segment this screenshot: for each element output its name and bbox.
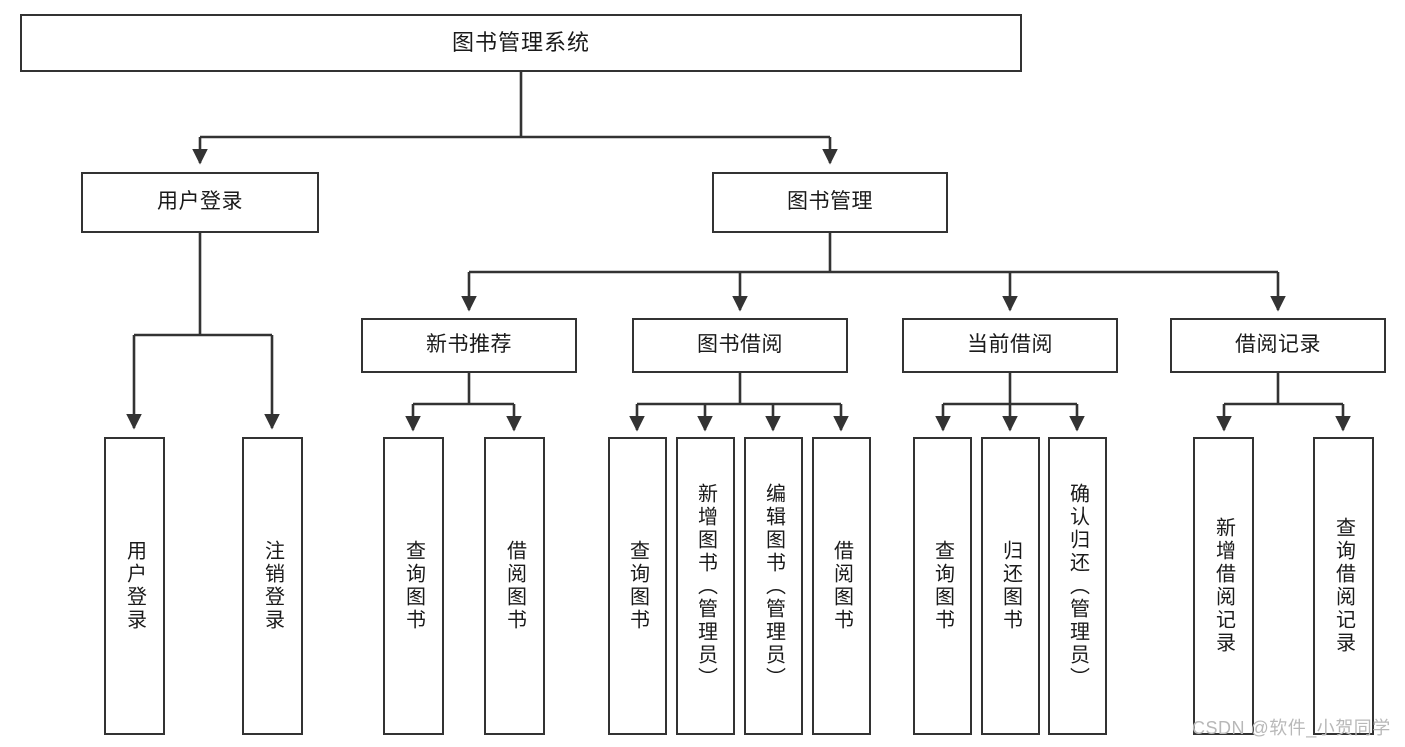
node-label: 查询图书 <box>931 540 954 632</box>
node-leaf-confirm-return-admin[interactable]: 确认归还（管理员） <box>1048 437 1107 735</box>
node-leaf-query-book-borrowing[interactable]: 查询图书 <box>608 437 667 735</box>
node-label: 归还图书 <box>999 540 1022 632</box>
node-label: 查询借阅记录 <box>1332 517 1355 655</box>
node-label: 查询图书 <box>402 540 425 632</box>
node-leaf-query-book-recommendation[interactable]: 查询图书 <box>383 437 444 735</box>
node-label: 借阅记录 <box>1235 333 1321 357</box>
node-book-management[interactable]: 图书管理 <box>712 172 948 233</box>
node-label: 借阅图书 <box>830 540 853 632</box>
node-label: 用户登录 <box>123 540 146 632</box>
node-leaf-query-book-current[interactable]: 查询图书 <box>913 437 972 735</box>
node-label: 查询图书 <box>626 540 649 632</box>
node-new-book-recommendation[interactable]: 新书推荐 <box>361 318 577 373</box>
node-borrowing-record[interactable]: 借阅记录 <box>1170 318 1386 373</box>
node-label: 用户登录 <box>157 190 243 214</box>
node-leaf-return-book[interactable]: 归还图书 <box>981 437 1040 735</box>
node-leaf-borrow-book-recommendation[interactable]: 借阅图书 <box>484 437 545 735</box>
node-label: 确认归还（管理员） <box>1066 482 1089 690</box>
node-label: 新增图书（管理员） <box>694 482 717 690</box>
node-leaf-edit-book-admin[interactable]: 编辑图书（管理员） <box>744 437 803 735</box>
csdn-watermark: CSDN @软件_小贺同学 <box>1192 718 1391 738</box>
node-label: 图书管理系统 <box>451 30 590 56</box>
node-label: 编辑图书（管理员） <box>762 482 785 690</box>
node-user-login[interactable]: 用户登录 <box>81 172 319 233</box>
node-label: 图书管理 <box>787 190 873 214</box>
node-book-management-system[interactable]: 图书管理系统 <box>20 14 1022 72</box>
node-label: 当前借阅 <box>967 333 1053 357</box>
node-leaf-user-login[interactable]: 用户登录 <box>104 437 165 735</box>
node-book-borrowing[interactable]: 图书借阅 <box>632 318 848 373</box>
node-label: 新增借阅记录 <box>1212 517 1235 655</box>
node-label: 注销登录 <box>261 540 284 632</box>
node-label: 新书推荐 <box>426 333 512 357</box>
node-leaf-borrow-book-borrowing[interactable]: 借阅图书 <box>812 437 871 735</box>
node-label: 借阅图书 <box>503 540 526 632</box>
node-label: 图书借阅 <box>697 333 783 357</box>
node-leaf-logout-login[interactable]: 注销登录 <box>242 437 303 735</box>
node-leaf-add-borrowing-record[interactable]: 新增借阅记录 <box>1193 437 1254 735</box>
node-current-borrowing[interactable]: 当前借阅 <box>902 318 1118 373</box>
node-leaf-add-book-admin[interactable]: 新增图书（管理员） <box>676 437 735 735</box>
node-leaf-query-borrowing-record[interactable]: 查询借阅记录 <box>1313 437 1374 735</box>
